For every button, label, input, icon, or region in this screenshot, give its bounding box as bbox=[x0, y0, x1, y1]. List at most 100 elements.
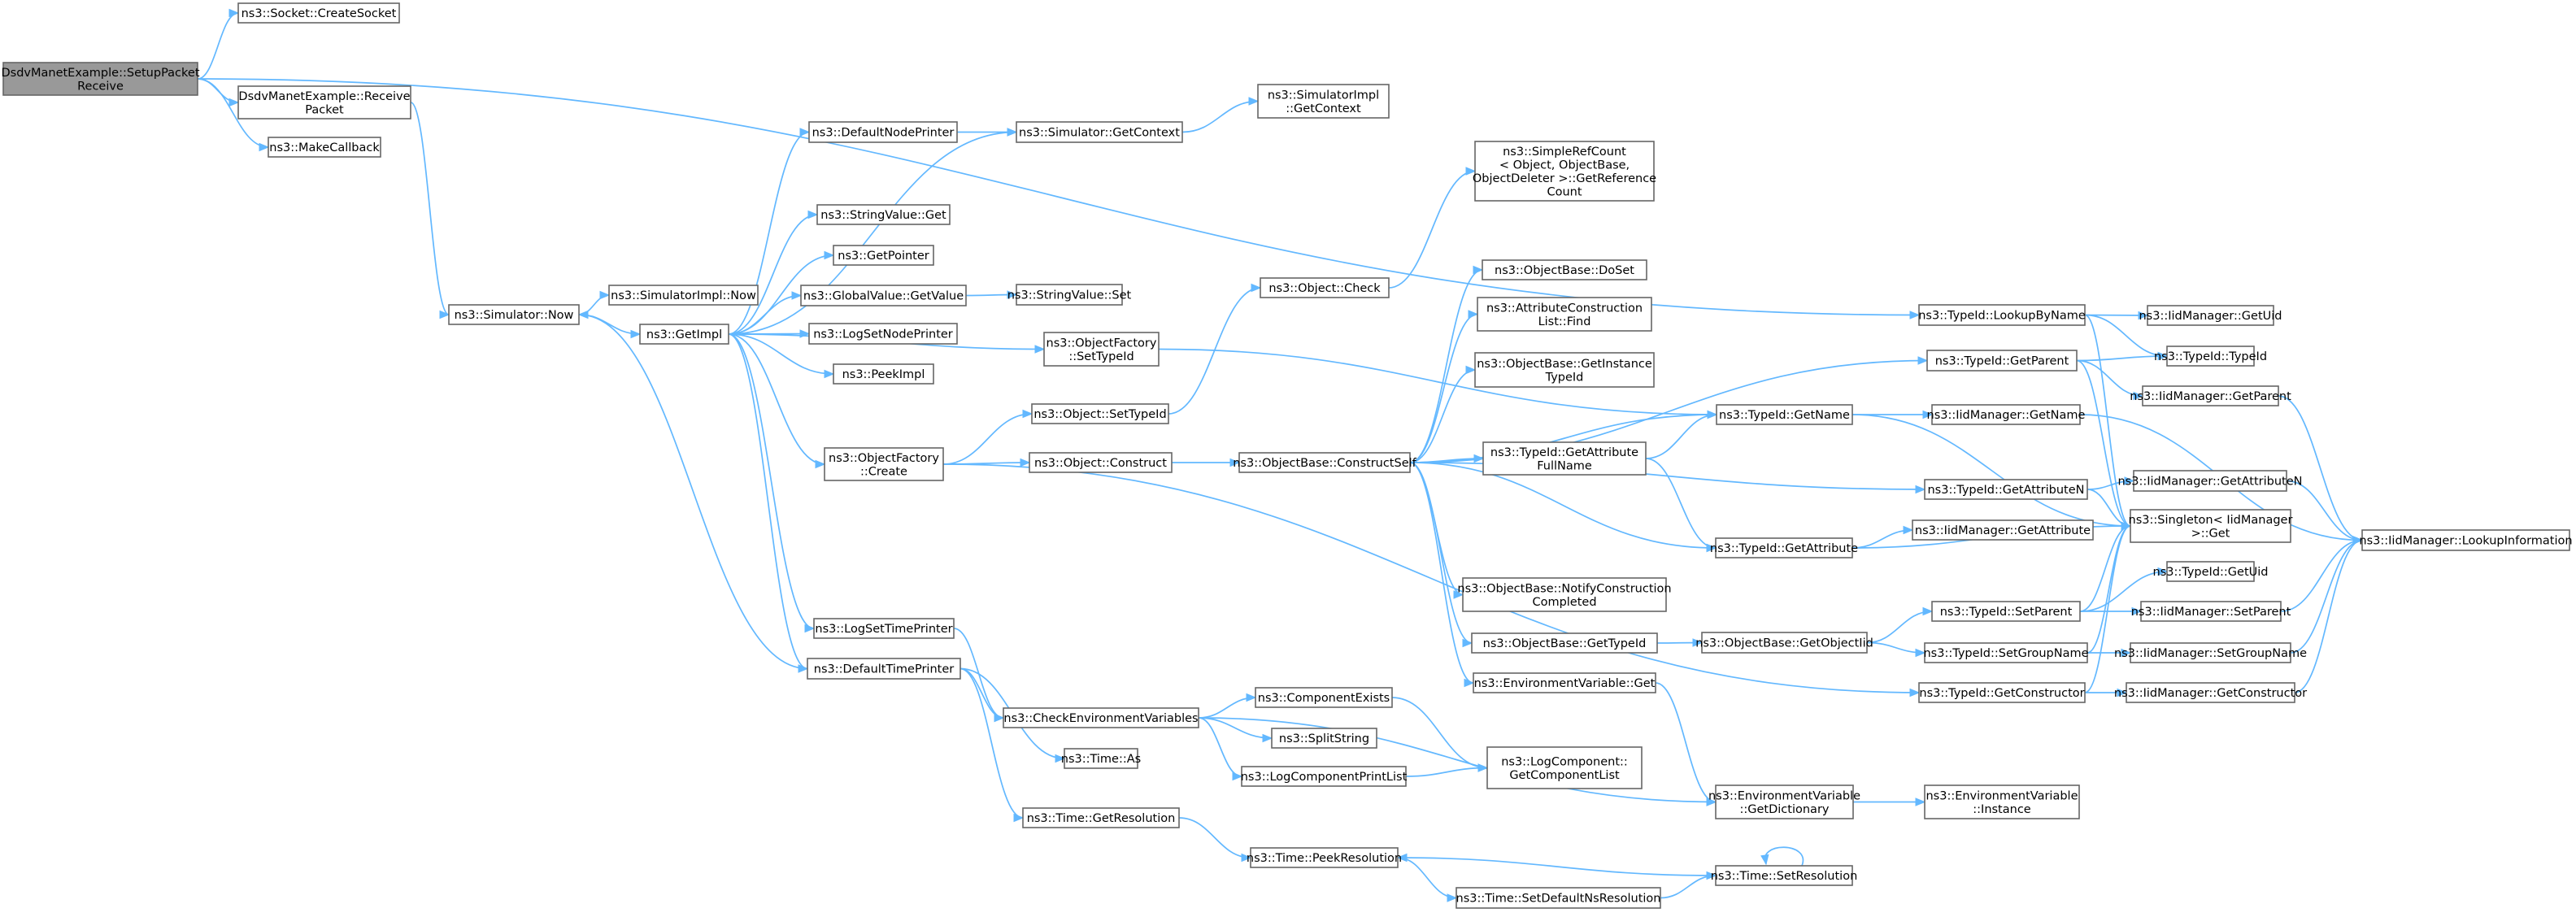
call-edge-typeidsetgroupname-to-iidsetgroupname bbox=[2087, 648, 2132, 658]
function-node-label: ns3::TypeId::GetUid bbox=[2153, 566, 2269, 579]
function-node-timesetres[interactable]: ns3::Time::SetResolution bbox=[1711, 865, 1858, 886]
function-node-logsettimeprinter[interactable]: ns3::LogSetTimePrinter bbox=[813, 618, 955, 639]
function-node-iidgetuid[interactable]: ns3::IidManager::GetUid bbox=[2139, 305, 2282, 326]
function-node-constructself[interactable]: ns3::ObjectBase::ConstructSelf bbox=[1233, 452, 1417, 473]
function-node-typeidgetattributen[interactable]: ns3::TypeId::GetAttributeN bbox=[1924, 479, 2088, 500]
function-node-iidgetattributen[interactable]: ns3::IidManager::GetAttributeN bbox=[2117, 470, 2303, 492]
function-node-objfactorysettypeid[interactable]: ns3::ObjectFactory::SetTypeId bbox=[1043, 332, 1160, 367]
call-edge-typeidgetconstructor-to-singletonget bbox=[2084, 521, 2132, 693]
function-node-label: ns3::IidManager::GetAttributeN bbox=[2117, 476, 2302, 489]
call-edge-typeidsetgroupname-to-singletonget bbox=[2086, 521, 2132, 654]
function-node-checkenv[interactable]: ns3::CheckEnvironmentVariables bbox=[1003, 707, 1199, 728]
function-node-label: ns3::TypeId::GetParent bbox=[1935, 355, 2069, 368]
function-node-label: ::SetTypeId bbox=[1068, 350, 1134, 363]
function-node-stringvalueset[interactable]: ns3::StringValue::Set bbox=[1007, 284, 1132, 306]
function-node-typeidgetattribute[interactable]: ns3::TypeId::GetAttribute bbox=[1710, 537, 1858, 558]
function-node-makecallback[interactable]: ns3::MakeCallback bbox=[268, 137, 381, 158]
function-node-logcompgetlist[interactable]: ns3::LogComponent::GetComponentList bbox=[1486, 746, 1643, 789]
function-node-notifyconstruction[interactable]: ns3::ObjectBase::NotifyConstructionCompl… bbox=[1457, 577, 1672, 612]
function-node-iidgetattribute[interactable]: ns3::IidManager::GetAttribute bbox=[1912, 519, 2094, 541]
function-node-timeas[interactable]: ns3::Time::As bbox=[1061, 748, 1141, 769]
call-edge-simgetcontext-to-simimplgetcontext bbox=[1181, 97, 1260, 133]
function-node-envvarget[interactable]: ns3::EnvironmentVariable::Get bbox=[1473, 672, 1656, 693]
call-edge-getobjectiid-to-typeidsetgroupname bbox=[1866, 641, 1926, 658]
function-node-doset[interactable]: ns3::ObjectBase::DoSet bbox=[1482, 259, 1647, 280]
function-node-lookupbyname[interactable]: ns3::TypeId::LookupByName bbox=[1918, 304, 2086, 326]
call-edge-objectconstruct-to-constructself bbox=[1172, 458, 1241, 467]
call-edge-root-to-makecallback bbox=[197, 78, 270, 152]
function-node-createsocket[interactable]: ns3::Socket::CreateSocket bbox=[237, 2, 400, 24]
function-node-stringvalueget[interactable]: ns3::StringValue::Get bbox=[816, 204, 951, 225]
function-node-label: ns3::ObjectFactory bbox=[1046, 337, 1157, 350]
function-node-label: ns3::IidManager::LookupInformation bbox=[2359, 535, 2572, 548]
function-node-simimplnow[interactable]: ns3::SimulatorImpl::Now bbox=[608, 285, 759, 306]
function-node-typeidgetuid[interactable]: ns3::TypeId::GetUid bbox=[2153, 561, 2269, 582]
call-edge-timesetres-to-timepeekres bbox=[1396, 853, 1717, 876]
function-node-envvargetdict[interactable]: ns3::EnvironmentVariable::GetDictionary bbox=[1708, 784, 1860, 819]
function-node-getobjectiid[interactable]: ns3::ObjectBase::GetObjectIid bbox=[1695, 632, 1873, 654]
function-node-objectcheck[interactable]: ns3::Object::Check bbox=[1260, 277, 1390, 298]
function-node-label: ns3::GlobalValue::GetValue bbox=[803, 290, 964, 303]
function-node-logsetnodeprinter[interactable]: ns3::LogSetNodePrinter bbox=[808, 323, 958, 345]
function-node-timegetresolution[interactable]: ns3::Time::GetResolution bbox=[1022, 807, 1180, 828]
function-node-label: Count bbox=[1547, 185, 1582, 198]
function-node-getpointer[interactable]: ns3::GetPointer bbox=[833, 245, 934, 266]
function-node-timesetdefaultns[interactable]: ns3::Time::SetDefaultNsResolution bbox=[1456, 887, 1661, 909]
function-node-timepeekres[interactable]: ns3::Time::PeekResolution bbox=[1247, 847, 1402, 868]
function-node-iidgetparent[interactable]: ns3::IidManager::GetParent bbox=[2130, 385, 2291, 406]
function-node-iidgetconstructor[interactable]: ns3::IidManager::GetConstructor bbox=[2114, 682, 2307, 703]
function-node-simnow[interactable]: ns3::Simulator::Now bbox=[448, 304, 580, 325]
function-node-simplerefcount[interactable]: ns3::SimpleRefCount< Object, ObjectBase,… bbox=[1473, 141, 1656, 202]
call-edge-getimpl-to-defaultnodeprinter bbox=[728, 128, 811, 335]
function-node-label: ns3::EnvironmentVariable bbox=[1925, 789, 2078, 802]
function-node-logcompprintlist[interactable]: ns3::LogComponentPrintList bbox=[1241, 766, 1408, 787]
function-node-label: Completed bbox=[1532, 596, 1596, 609]
function-node-simgetcontext[interactable]: ns3::Simulator::GetContext bbox=[1016, 121, 1183, 143]
function-node-label: ns3::ObjectBase::NotifyConstruction bbox=[1457, 582, 1671, 595]
function-node-label: ns3::Simulator::Now bbox=[455, 309, 574, 322]
call-edge-objectcheck-to-simplerefcount bbox=[1388, 167, 1477, 289]
function-node-objectsettypeid[interactable]: ns3::Object::SetTypeId bbox=[1031, 403, 1169, 424]
function-node-simimplgetcontext[interactable]: ns3::SimulatorImpl::GetContext bbox=[1257, 84, 1390, 119]
function-node-splitstring[interactable]: ns3::SplitString bbox=[1271, 728, 1377, 749]
function-node-singletonget[interactable]: ns3::Singleton< IidManager>::Get bbox=[2129, 509, 2293, 543]
function-node-label: List::Find bbox=[1538, 315, 1591, 328]
call-edge-globalvalueget-to-stringvalueset bbox=[965, 290, 1018, 299]
function-node-objectconstruct[interactable]: ns3::Object::Construct bbox=[1029, 452, 1173, 473]
call-edge-defaulttimeprinter-to-timegetresolution bbox=[959, 667, 1025, 823]
function-node-label: ns3::ObjectBase::GetObjectIid bbox=[1695, 637, 1873, 650]
function-node-typeidsetgroupname[interactable]: ns3::TypeId::SetGroupName bbox=[1923, 642, 2089, 663]
function-node-typeidgetname[interactable]: ns3::TypeId::GetName bbox=[1716, 404, 1853, 425]
function-node-componentexists[interactable]: ns3::ComponentExists bbox=[1255, 687, 1393, 708]
call-edge-objfactorycreate-to-objectsettypeid bbox=[942, 409, 1033, 465]
function-node-label: GetComponentList bbox=[1509, 769, 1620, 782]
function-node-label: ns3::TypeId::GetConstructor bbox=[1919, 687, 2084, 700]
function-node-envvarinstance[interactable]: ns3::EnvironmentVariable::Instance bbox=[1924, 784, 2080, 819]
function-node-peekimpl[interactable]: ns3::PeekImpl bbox=[833, 363, 934, 385]
function-node-defaultnodeprinter[interactable]: ns3::DefaultNodePrinter bbox=[808, 121, 958, 143]
function-node-objfactorycreate[interactable]: ns3::ObjectFactory::Create bbox=[824, 447, 944, 481]
function-node-typeidsetparent[interactable]: ns3::TypeId::SetParent bbox=[1931, 601, 2081, 622]
function-node-label: ns3::ComponentExists bbox=[1258, 692, 1390, 705]
function-node-defaulttimeprinter[interactable]: ns3::DefaultTimePrinter bbox=[807, 658, 961, 680]
function-node-iidsetparent[interactable]: ns3::IidManager::SetParent bbox=[2131, 601, 2291, 622]
function-node-label: ns3::IidManager::GetAttribute bbox=[1915, 524, 2091, 537]
function-node-typeidgetparent[interactable]: ns3::TypeId::GetParent bbox=[1926, 350, 2078, 372]
function-node-typeidgetconstructor[interactable]: ns3::TypeId::GetConstructor bbox=[1918, 682, 2086, 703]
function-node-globalvalueget[interactable]: ns3::GlobalValue::GetValue bbox=[800, 285, 967, 306]
function-node-obgettypeid[interactable]: ns3::ObjectBase::GetTypeId bbox=[1471, 632, 1658, 654]
function-node-label: ns3::Simulator::GetContext bbox=[1019, 127, 1180, 140]
function-node-iidsetgroupname[interactable]: ns3::IidManager::SetGroupName bbox=[2114, 642, 2307, 663]
function-node-iidlookupinfo[interactable]: ns3::IidManager::LookupInformation bbox=[2359, 529, 2573, 551]
function-node-getimpl[interactable]: ns3::GetImpl bbox=[639, 324, 729, 345]
call-edge-constructself-to-attrconstfind bbox=[1409, 310, 1479, 463]
call-edge-constructself-to-getinstancetypeid bbox=[1409, 365, 1477, 463]
function-node-iidgetname[interactable]: ns3::IidManager::GetName bbox=[1927, 404, 2086, 425]
function-node-typeidtypeid[interactable]: ns3::TypeId::TypeId bbox=[2154, 346, 2267, 367]
function-node-label: ns3::StringValue::Set bbox=[1007, 289, 1132, 302]
